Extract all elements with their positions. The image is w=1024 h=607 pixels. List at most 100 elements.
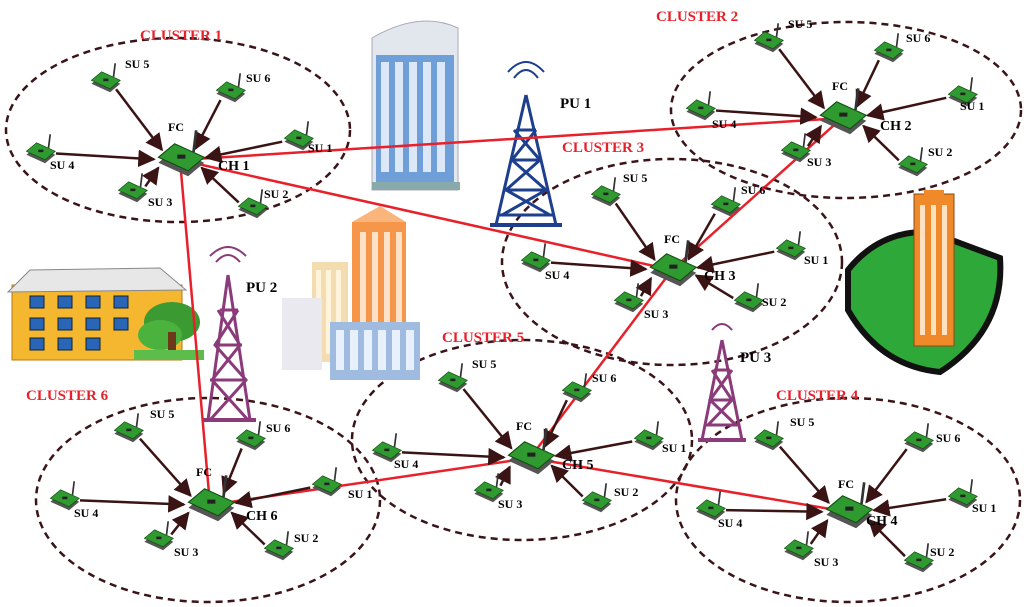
c3-su-5-device xyxy=(590,177,621,207)
arrow-c6-su3 xyxy=(170,511,190,536)
arrow-c1-su3 xyxy=(142,166,160,188)
c2-su-2-label: SU 2 xyxy=(928,145,952,159)
c4-su-6-label: SU 6 xyxy=(936,431,960,445)
c6-fc-label: FC xyxy=(196,465,212,479)
pu-1-label: PU 1 xyxy=(560,96,591,112)
c2-su-4-label: SU 4 xyxy=(712,117,736,131)
link-ch3-ch5 xyxy=(529,269,673,459)
pu-3-label: PU 3 xyxy=(740,350,771,366)
c5-fc-label: FC xyxy=(516,419,532,433)
c5-cluster-head-label: CH 5 xyxy=(562,458,594,473)
c6-cluster-head-device xyxy=(187,475,236,522)
c5-su-5-device xyxy=(437,363,468,393)
c2-su-3-label: SU 3 xyxy=(807,155,831,169)
c1-su-2-label: SU 2 xyxy=(264,187,288,201)
arrow-c3-su5 xyxy=(614,202,656,262)
c3-su-2-device xyxy=(733,283,764,313)
c4-su-2-label: SU 2 xyxy=(930,545,954,559)
c4-su-1-label: SU 1 xyxy=(972,501,996,515)
c1-su-1-label: SU 1 xyxy=(308,141,332,155)
c4-su-5-label: SU 5 xyxy=(790,415,814,429)
c5-su-4-label: SU 4 xyxy=(394,457,418,471)
arrow-c5-su3 xyxy=(494,465,511,487)
c4-su-3-label: SU 3 xyxy=(814,555,838,569)
c5-su-1-label: SU 1 xyxy=(662,441,686,455)
c4-su-1-device xyxy=(947,479,978,509)
cluster-2-boundary xyxy=(669,20,1023,200)
c6-su-3-device xyxy=(143,521,174,551)
arrow-c3-su4 xyxy=(550,259,648,277)
c3-su-6-label: SU 6 xyxy=(741,183,765,197)
cluster-5-boundary xyxy=(350,338,694,542)
cluster-1-title: CLUSTER 1 xyxy=(140,28,222,44)
c4-su-2-device xyxy=(903,543,934,573)
c5-su-5-label: SU 5 xyxy=(472,357,496,371)
c3-cluster-head-label: CH 3 xyxy=(704,269,736,284)
arrow-c6-su2 xyxy=(230,511,266,546)
c1-su-6-device xyxy=(215,73,246,103)
c6-su-6-device xyxy=(235,421,266,451)
c6-cluster-head-label: CH 6 xyxy=(246,509,278,524)
c2-su-1-device xyxy=(947,77,978,107)
c6-su-5-label: SU 5 xyxy=(150,407,174,421)
arrow-c2-su3 xyxy=(805,124,822,147)
c2-su-5-device xyxy=(753,23,784,53)
arrow-c2-su2 xyxy=(862,124,900,162)
c1-cluster-head-label: CH 1 xyxy=(218,159,250,174)
c4-su-4-label: SU 4 xyxy=(718,516,742,530)
cluster-boundaries xyxy=(4,20,1023,604)
pu-2-tower xyxy=(202,246,256,422)
arrow-c4-su5 xyxy=(778,445,830,504)
c4-su-5-device xyxy=(753,421,784,451)
arrow-c4-su2 xyxy=(867,518,906,558)
c6-su-4-device xyxy=(49,481,80,511)
arrow-c1-su6 xyxy=(194,99,222,151)
c6-su-2-device xyxy=(263,531,294,561)
c1-su-1-device xyxy=(283,121,314,151)
arrow-c2-su5 xyxy=(778,48,825,110)
c2-su-1-label: SU 1 xyxy=(960,99,984,113)
cluster-2-title: CLUSTER 2 xyxy=(656,9,738,25)
c1-su-4-device xyxy=(25,134,56,164)
c2-su-6-device xyxy=(873,33,904,63)
c5-su-2-label: SU 2 xyxy=(614,485,638,499)
c3-su-4-device xyxy=(520,243,551,273)
c3-fc-label: FC xyxy=(664,232,680,246)
cluster-5-title: CLUSTER 5 xyxy=(442,330,524,346)
link-ch1-ch6 xyxy=(178,159,212,506)
house-building xyxy=(6,267,204,361)
c1-su-4-label: SU 4 xyxy=(50,158,74,172)
arrow-c3-su6 xyxy=(687,213,716,261)
c2-cluster-head-device xyxy=(819,88,868,135)
arrow-c2-su6 xyxy=(855,59,880,109)
c4-su-6-device xyxy=(903,423,934,453)
c3-su-1-label: SU 1 xyxy=(804,253,828,267)
link-ch1-ch2 xyxy=(179,116,843,162)
c3-su-2-label: SU 2 xyxy=(762,295,786,309)
pu-2-label: PU 2 xyxy=(246,280,277,296)
pu-1-tower xyxy=(490,61,562,227)
cluster-6-boundary xyxy=(34,396,382,604)
su-to-ch-arrows xyxy=(55,48,947,558)
arrow-c5-su5 xyxy=(462,388,513,450)
c1-su-5-device xyxy=(90,63,121,93)
c1-su-3-label: SU 3 xyxy=(148,195,172,209)
c4-su-4-device xyxy=(695,491,726,521)
c2-su-3-device xyxy=(780,133,811,163)
c3-su-3-label: SU 3 xyxy=(644,307,668,321)
c2-su-2-device xyxy=(897,147,928,177)
cluster-1-boundary xyxy=(4,36,352,224)
c3-su-4-label: SU 4 xyxy=(545,268,569,282)
c5-su-1-device xyxy=(633,421,664,451)
cluster-4-title: CLUSTER 4 xyxy=(776,388,859,404)
c5-su-6-device xyxy=(561,373,592,403)
c6-su-2-label: SU 2 xyxy=(294,531,318,545)
c2-su-4-device xyxy=(685,91,716,121)
arrow-c5-su1 xyxy=(553,440,633,462)
city-buildings xyxy=(282,206,420,380)
c6-su-1-device xyxy=(311,467,342,497)
arrow-c5-su6 xyxy=(543,399,568,449)
arrow-c5-su2 xyxy=(550,464,584,498)
c1-fc-label: FC xyxy=(168,120,184,134)
